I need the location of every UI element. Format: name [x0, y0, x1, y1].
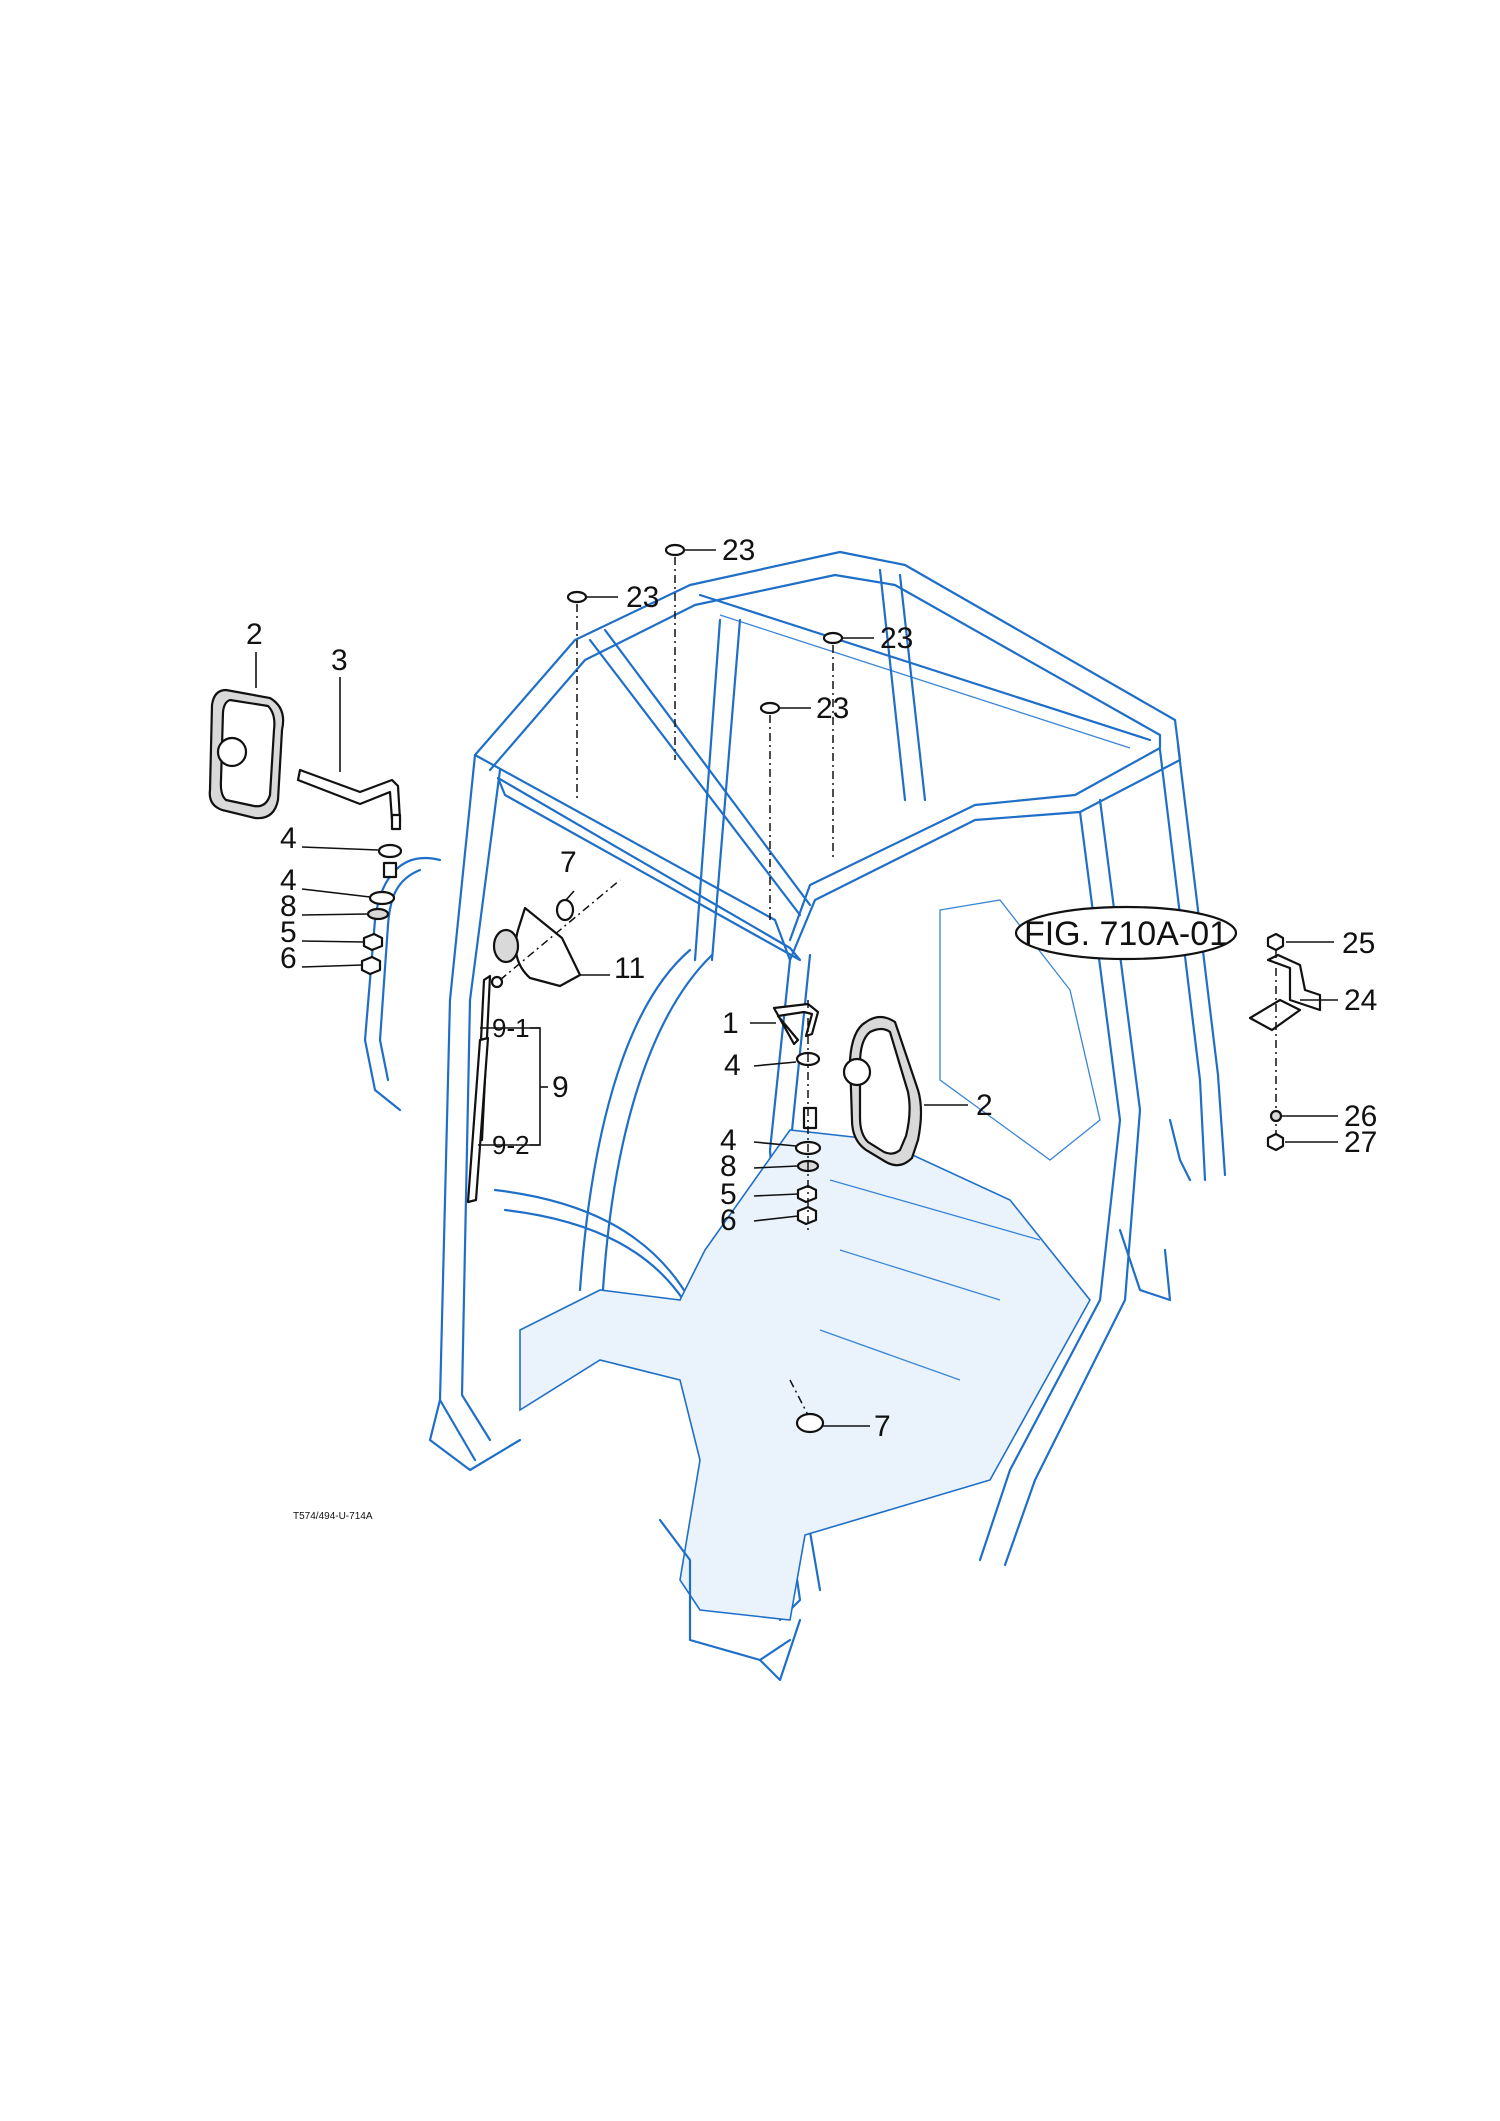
callout-8-right: 8: [720, 1150, 737, 1183]
bracket-24: [1266, 953, 1322, 1012]
callout-6-left: 6: [280, 942, 297, 975]
callout-26: 26: [1344, 1100, 1377, 1133]
left-arm-stud: [390, 813, 402, 831]
callout-23-d: 23: [816, 692, 849, 725]
callout-5-right: 5: [720, 1178, 737, 1211]
leader-lines: [255, 549, 1338, 1427]
callout-7-lower: 7: [874, 1410, 891, 1443]
figure-label-oval: [1014, 905, 1238, 961]
left-washer-4a: [377, 843, 403, 859]
right-mirror-pivot: [842, 1057, 872, 1087]
washer-23-a: [566, 590, 588, 604]
washer-23-d: [759, 701, 781, 715]
callout-4-left-b: 4: [280, 864, 297, 897]
callouts: 2 3 4 4 8 5 6 7 11 9-1 9-2 9 23 23 23 23…: [246, 534, 1377, 1443]
drawing-code: T574/494-U-714A: [293, 1511, 373, 1522]
callout-6-right: 6: [720, 1204, 737, 1237]
left-washer-4b: [368, 890, 396, 906]
left-nut-5: [362, 932, 384, 952]
left-mirror-pivot: [216, 736, 248, 768]
callout-23-a: 23: [626, 581, 659, 614]
left-washer-8: [366, 907, 390, 921]
wiper-pad-11: [514, 906, 582, 988]
washer-23-b: [664, 543, 686, 557]
callout-9: 9: [552, 1071, 569, 1104]
callout-9-1: 9-1: [492, 1013, 530, 1043]
figure-label: FIG. 710A-01: [1024, 915, 1228, 953]
left-mirror-assembly: [208, 688, 403, 976]
right-mirror-assembly: [772, 1000, 923, 1230]
right-bushing: [802, 1106, 818, 1130]
hex-bolt-25: [1266, 932, 1285, 952]
wiper-motor-cap: [492, 928, 520, 964]
callout-4-right-b: 4: [720, 1124, 737, 1157]
callout-25: 25: [1342, 927, 1375, 960]
callout-7-upper: 7: [560, 846, 577, 879]
callout-11: 11: [614, 952, 645, 985]
callout-8-left: 8: [280, 890, 297, 923]
left-bushing: [382, 861, 398, 879]
callout-4-left-a: 4: [280, 822, 297, 855]
nut-27: [1266, 1132, 1285, 1152]
callout-4-right-a: 4: [724, 1049, 741, 1082]
washer-26: [1269, 1109, 1283, 1123]
callout-1: 1: [722, 1007, 739, 1040]
callout-27: 27: [1344, 1126, 1377, 1159]
callout-23-b: 23: [722, 534, 755, 567]
right-nut-5: [796, 1184, 818, 1204]
callout-24: 24: [1344, 984, 1377, 1017]
callout-23-c: 23: [880, 622, 913, 655]
wiper-and-roof-parts: [466, 543, 844, 1434]
wiper-blade-9-2: [466, 1036, 490, 1204]
right-mirror-arm: [772, 1002, 820, 1046]
grommet-7-upper: [555, 898, 575, 922]
washer-23-c: [822, 631, 844, 645]
callout-3: 3: [331, 644, 348, 677]
bracket-24-foot: [1248, 998, 1302, 1032]
grommet-7-lower: [795, 1412, 825, 1434]
cab-frame: [363, 550, 1227, 1682]
wiper-nut: [490, 975, 504, 989]
callout-9-2: 9-2: [492, 1130, 530, 1160]
callout-2-right: 2: [976, 1089, 993, 1122]
callout-2-left: 2: [246, 618, 263, 651]
left-nut-6: [360, 955, 382, 976]
right-nut-6: [796, 1205, 818, 1226]
callout-5-left: 5: [280, 916, 297, 949]
left-mirror-arm: [296, 768, 402, 822]
bracket-assembly: [1248, 932, 1322, 1152]
